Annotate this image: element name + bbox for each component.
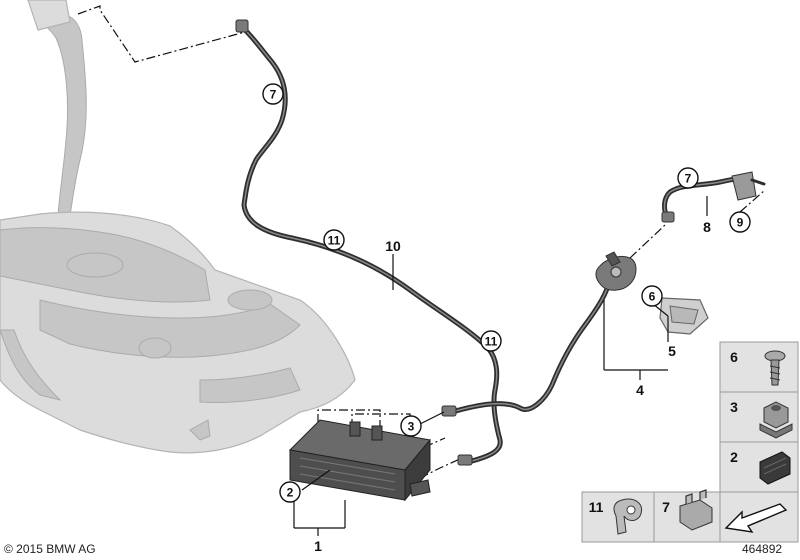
screw-icon <box>764 350 786 386</box>
callout-2-text: 2 <box>287 486 294 500</box>
callout-2: 2 <box>279 481 301 503</box>
legend-cell-6 <box>719 341 799 393</box>
callout-9-text: 9 <box>737 216 744 230</box>
callout-7-top-text: 7 <box>270 88 277 102</box>
part-number-8: 8 <box>703 219 711 235</box>
nut-icon <box>759 401 793 439</box>
callout-6: 6 <box>641 285 663 307</box>
purge-valve <box>595 251 637 291</box>
callout-11-mid: 11 <box>323 229 345 251</box>
callout-11-low: 11 <box>480 330 502 352</box>
diagram-number: 464892 <box>742 542 782 556</box>
callout-11-low-text: 11 <box>485 335 498 349</box>
part-number-4: 4 <box>636 382 644 398</box>
callout-7-right: 7 <box>677 167 699 189</box>
legend-number-3: 3 <box>730 399 738 415</box>
copyright-text: © 2015 BMW AG <box>4 542 96 556</box>
legend-number-7: 7 <box>662 499 670 515</box>
bracket <box>659 297 709 335</box>
part-number-10: 10 <box>385 238 401 254</box>
hose-line-8 <box>661 171 766 223</box>
legend-number-2: 2 <box>730 449 738 465</box>
carbon-canister <box>288 419 431 502</box>
callout-7-right-text: 7 <box>685 172 692 186</box>
rubber-grommet-icon <box>759 451 791 485</box>
legend-number-11: 11 <box>589 499 604 515</box>
hose-to-valve <box>441 283 611 466</box>
callout-11-mid-text: 11 <box>328 234 341 248</box>
callout-6-text: 6 <box>649 290 656 304</box>
callout-9: 9 <box>729 211 751 233</box>
hose-clip-icon <box>613 498 642 535</box>
leader-lines <box>293 196 708 536</box>
callout-3-text: 3 <box>408 420 415 434</box>
callout-7-top: 7 <box>262 83 284 105</box>
fuel-tank <box>0 0 356 454</box>
arrow-shape-icon <box>724 503 788 533</box>
part-number-5: 5 <box>668 343 676 359</box>
hose-line-10 <box>235 19 503 465</box>
bracket-clip-icon <box>679 489 713 531</box>
small-parts-legend: 6 3 2 11 7 <box>581 341 799 543</box>
part-number-1: 1 <box>314 538 322 554</box>
callout-3: 3 <box>400 415 422 437</box>
legend-number-6: 6 <box>730 349 738 365</box>
